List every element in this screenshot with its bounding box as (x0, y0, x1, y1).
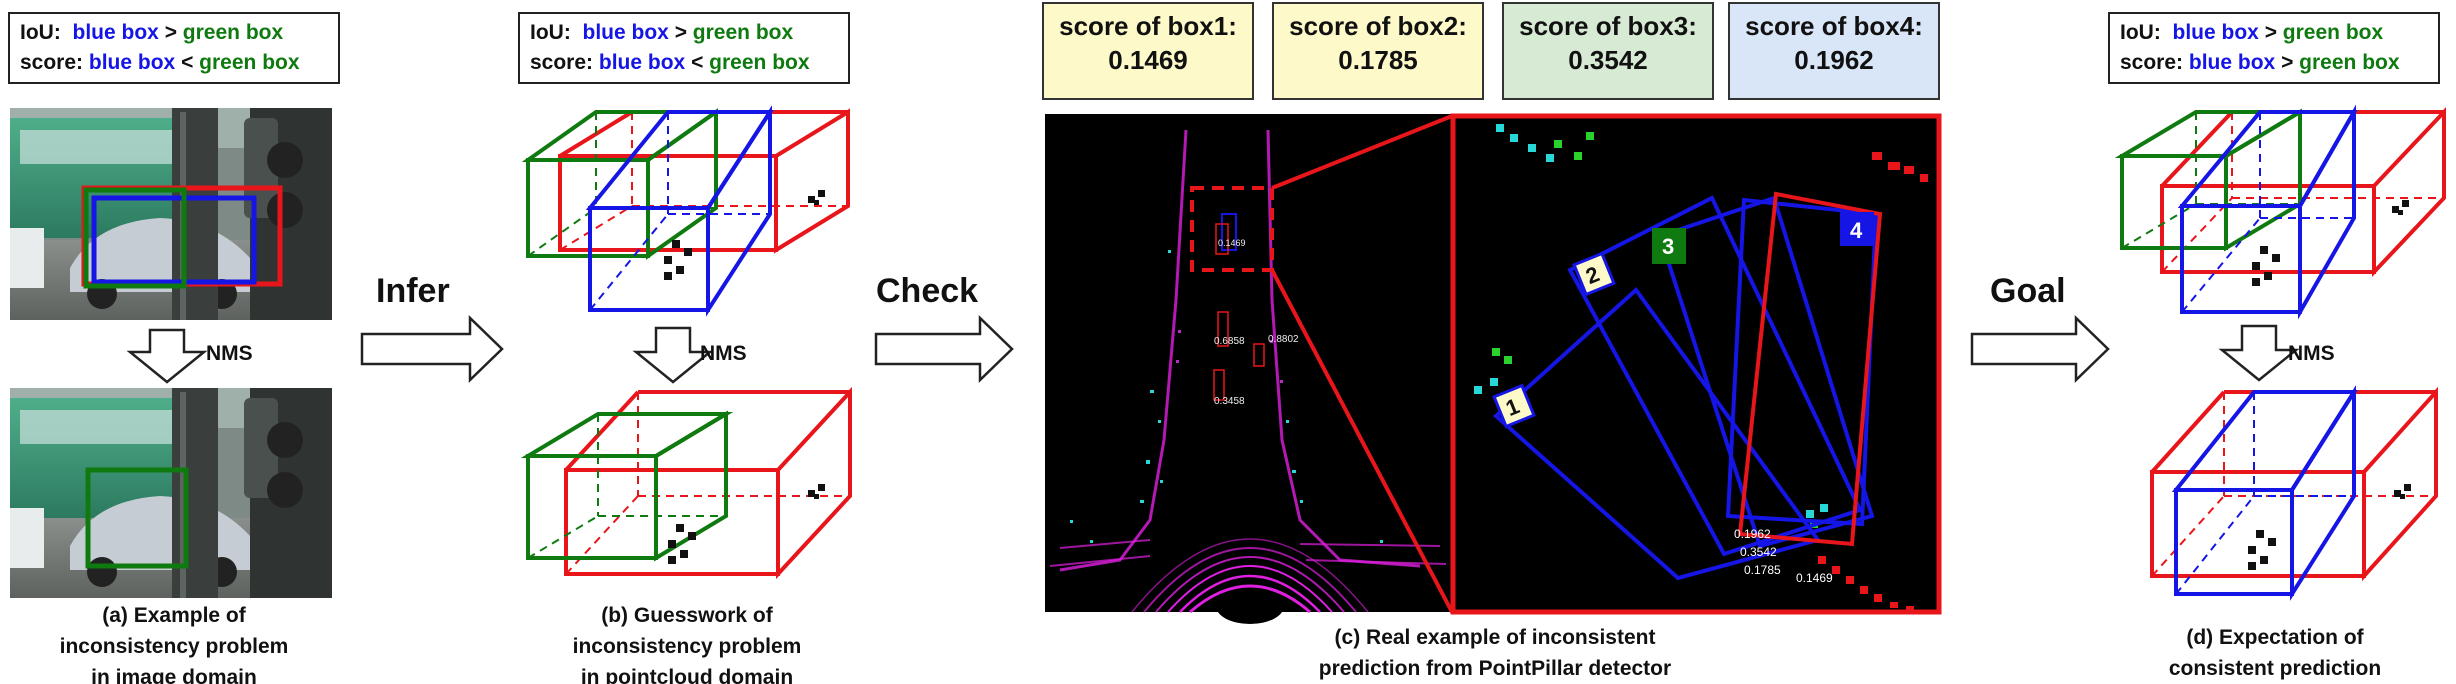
legend-d-score-line: score: blue box > green box (2120, 51, 2400, 74)
score-box-2: score of box2: 0.1785 (1272, 2, 1484, 100)
legend-a: IoU: blue box > green box score: blue bo… (8, 12, 340, 84)
cube-green-b-bottom (520, 410, 734, 562)
score-box-4-value: 0.1962 (1794, 45, 1874, 75)
zoom-box-2 (1567, 195, 1863, 557)
score-box-3-value: 0.3542 (1568, 45, 1648, 75)
legend-b: IoU: blue box > green box score: blue bo… (518, 12, 850, 84)
legend-d-iou-line: IoU: blue box > green box (2120, 21, 2384, 44)
badge-2 (1572, 251, 1616, 297)
lidar-zoom-panel (1450, 113, 1942, 615)
score-box-1-title: score of box1: (1059, 11, 1237, 41)
overview-score-2: 0.8802 (1268, 334, 1299, 345)
cube-red-b-top (558, 108, 850, 254)
badge-number-3: 3 (1662, 234, 1674, 259)
lidar-points-d-top (2252, 200, 2409, 286)
nms-label-b: NMS (700, 342, 747, 365)
zoom-box-4 (1725, 197, 1879, 527)
cube-scene-d-bottom (2150, 385, 2438, 601)
score-box-1: score of box1: 0.1469 (1042, 2, 1254, 100)
lidar-overview-panel (1045, 114, 1454, 624)
infer-label: Infer (376, 272, 450, 310)
cube-scene-b-top (521, 105, 850, 317)
badge-4 (1840, 212, 1874, 246)
image-box-blue-top (91, 195, 257, 285)
legend-a-iou-line: IoU: blue box > green box (20, 21, 284, 44)
cube-blue-d-bottom (2171, 385, 2358, 601)
legend-b-score-line: score: blue box < green box (530, 51, 810, 74)
cube-scene-d-top (2114, 104, 2446, 320)
overview-score-1: 0.6858 (1214, 336, 1245, 347)
zoom-score-label-3: 0.1785 (1744, 563, 1781, 577)
score-box-1-value: 0.1469 (1108, 45, 1188, 75)
nms-label-a: NMS (206, 342, 253, 365)
overview-score-3: 0.3458 (1214, 396, 1245, 407)
street-photo-bottom (10, 388, 332, 598)
nms-arrow-b (632, 326, 714, 384)
zoom-box-3 (1657, 195, 1875, 549)
cube-blue-d-top (2177, 104, 2358, 320)
caption-b: (b) Guesswork of inconsistency problem i… (572, 604, 802, 684)
caption-d: (d) Expectation of consistent prediction (2168, 626, 2382, 680)
cube-blue-b-top (585, 105, 774, 317)
check-label: Check (876, 272, 978, 310)
badge-number-4: 4 (1850, 218, 1863, 243)
image-box-green-top (83, 187, 187, 289)
legend-b-iou-line: IoU: blue box > green box (530, 21, 794, 44)
cube-red-b-bottom (564, 386, 852, 580)
goal-arrow (1970, 315, 2110, 383)
zoom-score-label-4: 0.1469 (1796, 571, 1833, 585)
check-arrow (874, 315, 1014, 383)
score-box-4-title: score of box4: (1745, 11, 1923, 41)
lidar-points-b-bottom (668, 484, 825, 564)
lidar-points-b-top (664, 190, 825, 280)
score-box-4: score of box4: 0.1962 (1728, 2, 1940, 100)
score-box-3: score of box3: 0.3542 (1502, 2, 1714, 100)
score-box-3-title: score of box3: (1519, 11, 1697, 41)
badge-1 (1492, 383, 1536, 429)
legend-a-score-line: score: blue box < green box (20, 51, 300, 74)
zoom-region-marker (1190, 186, 1274, 272)
cube-green-b-top (521, 108, 723, 260)
legend-d: IoU: blue box > green box score: blue bo… (2108, 12, 2440, 84)
zoom-score-label-2: 0.3542 (1740, 545, 1777, 559)
nms-label-d: NMS (2288, 342, 2335, 365)
badge-3 (1652, 228, 1686, 264)
score-box-2-value: 0.1785 (1338, 45, 1418, 75)
zoom-score-label-1: 0.1962 (1734, 527, 1771, 541)
caption-c: (c) Real example of inconsistent predict… (1318, 626, 1672, 680)
cube-scene-b-bottom (520, 386, 852, 580)
infer-arrow (360, 315, 504, 383)
nms-arrow-a (126, 328, 208, 384)
goal-label: Goal (1990, 272, 2066, 310)
overview-score-4: 0.1469 (1218, 238, 1246, 248)
zoom-frame (1450, 113, 1942, 615)
lidar-points-d-bottom (2248, 484, 2411, 570)
image-box-green-bottom (85, 467, 189, 569)
nms-arrow-d (2218, 324, 2300, 382)
zoom-box-red (1737, 191, 1883, 547)
score-box-2-title: score of box2: (1289, 11, 1467, 41)
caption-a: (a) Example of inconsistency problem in … (59, 604, 289, 684)
